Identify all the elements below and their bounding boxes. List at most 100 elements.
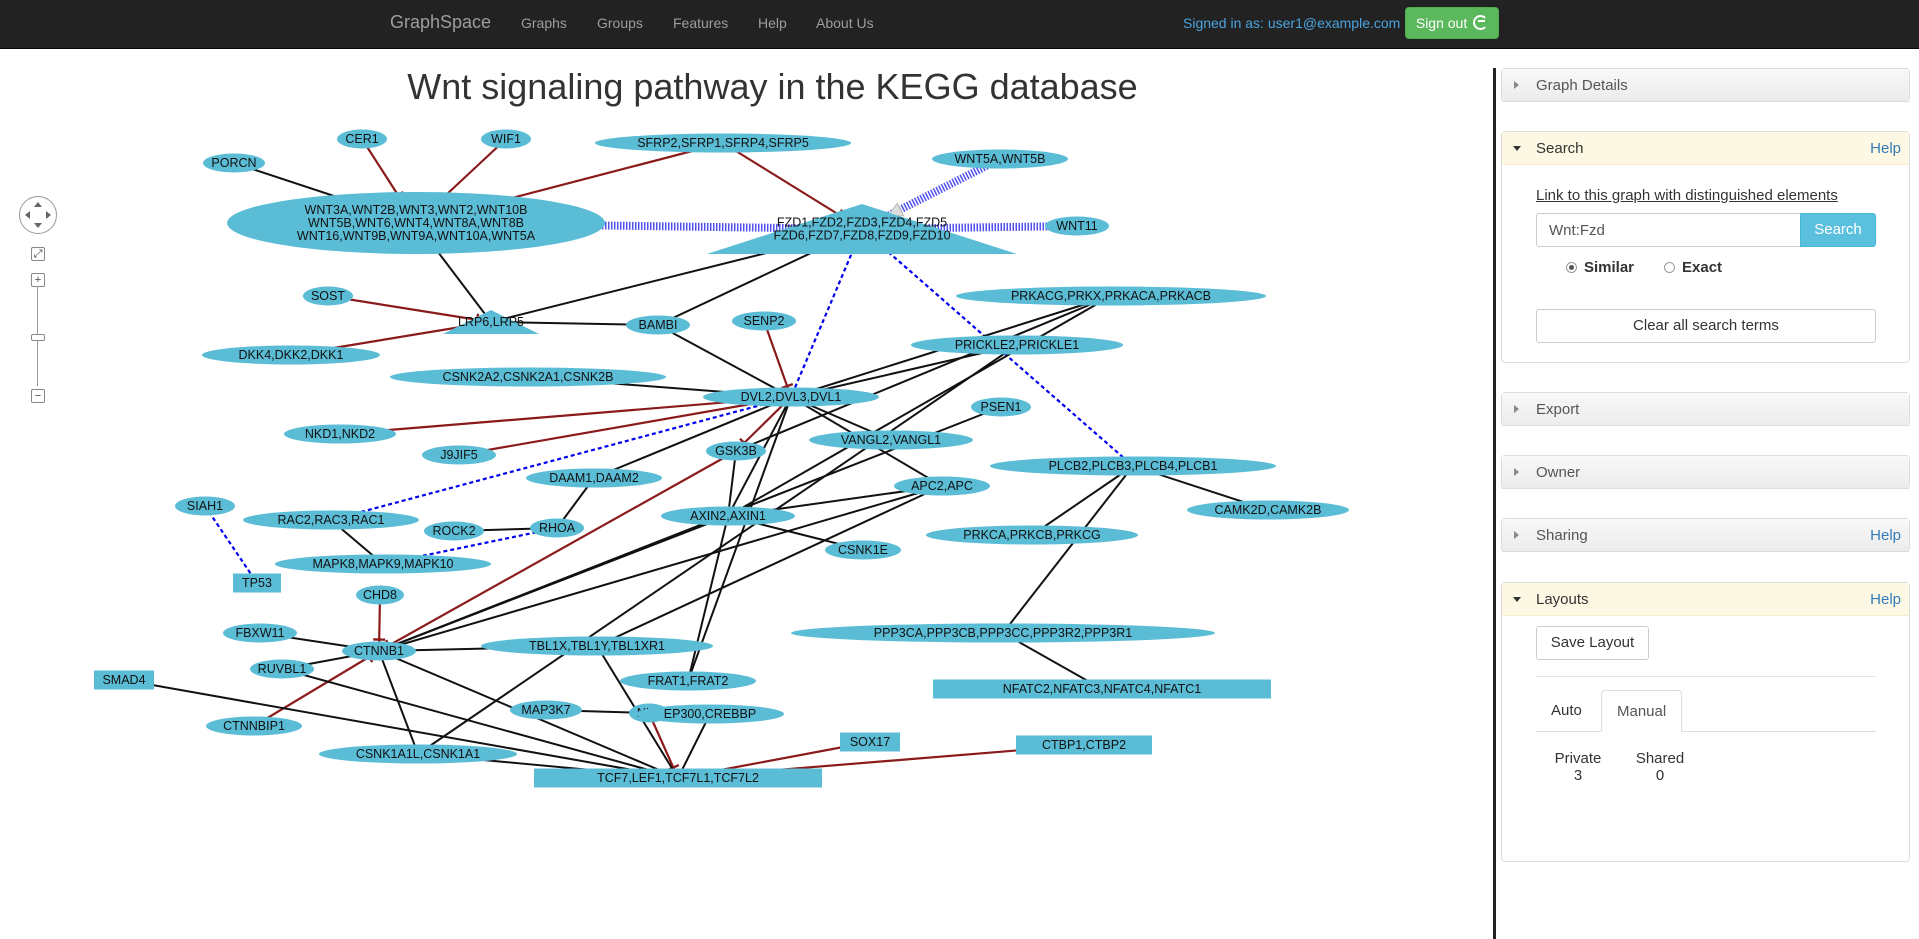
pan-up-icon[interactable]	[34, 198, 42, 207]
graph-edge[interactable]	[735, 295, 1112, 452]
graph-node-sost[interactable]: SOST	[303, 286, 353, 306]
graph-edge[interactable]	[727, 295, 1112, 517]
graph-node-smad4[interactable]: SMAD4	[94, 670, 154, 690]
signed-in-user[interactable]: Signed in as: user1@example.com	[1183, 15, 1401, 31]
graph-node-psen1[interactable]: PSEN1	[971, 397, 1031, 417]
clear-search-button[interactable]: Clear all search terms	[1536, 309, 1876, 343]
graph-node-vangl[interactable]: VANGL2,VANGL1	[809, 430, 973, 450]
pan-left-icon[interactable]	[21, 211, 30, 219]
search-help-link[interactable]: Help	[1870, 140, 1901, 157]
graph-node-ruvbl1[interactable]: RUVBL1	[250, 659, 314, 679]
graph-node-wnt11[interactable]: WNT11	[1045, 216, 1109, 236]
graph-edge[interactable]	[378, 485, 943, 652]
graph-node-lrp[interactable]: LRP6,LRP5	[443, 310, 539, 334]
layouts-header[interactable]: Layouts Help	[1502, 583, 1909, 616]
graph-edge[interactable]	[330, 395, 792, 522]
graph-node-rock2[interactable]: ROCK2	[424, 521, 484, 541]
graph-edge[interactable]	[458, 395, 792, 457]
graph-edge[interactable]	[378, 450, 737, 652]
graph-node-wif1[interactable]: WIF1	[481, 129, 531, 149]
graph-node-rhoa[interactable]: RHOA	[530, 518, 584, 538]
nav-help[interactable]: Help	[758, 15, 787, 31]
graph-details-header[interactable]: Graph Details	[1502, 69, 1909, 102]
private-layouts-stat[interactable]: Private 3	[1550, 750, 1606, 784]
graph-node-cer1[interactable]: CER1	[337, 129, 387, 149]
graph-node-bambi[interactable]: BAMBI	[626, 315, 690, 335]
graph-node-porcn[interactable]: PORCN	[203, 153, 265, 173]
nav-groups[interactable]: Groups	[597, 15, 643, 31]
graph-node-rac[interactable]: RAC2,RAC3,RAC1	[243, 510, 419, 530]
graph-edge[interactable]	[677, 713, 711, 779]
graph-node-frat[interactable]: FRAT1,FRAT2	[620, 671, 756, 691]
owner-header[interactable]: Owner	[1502, 456, 1909, 489]
graph-edge[interactable]	[253, 650, 380, 727]
graph-edge[interactable]	[417, 344, 1018, 755]
graph-node-prkc[interactable]: PRKCA,PRKCB,PRKCG	[926, 525, 1138, 545]
graph-node-nfatc[interactable]: NFATC2,NFATC3,NFATC4,NFATC1	[933, 679, 1271, 699]
graph-node-dvl[interactable]: DVL2,DVL3,DVL1	[703, 387, 879, 407]
graph-edge[interactable]	[596, 485, 943, 647]
fit-icon[interactable]: ⤢	[31, 247, 45, 261]
pan-right-icon[interactable]	[46, 211, 55, 219]
graph-edge[interactable]	[727, 450, 737, 517]
graph-node-tp53[interactable]: TP53	[233, 573, 281, 593]
similar-radio[interactable]: Similar	[1566, 259, 1634, 276]
graph-edge[interactable]	[339, 395, 792, 436]
graph-node-nkd[interactable]: NKD1,NKD2	[284, 424, 396, 444]
graph-node-sfrp[interactable]: SFRP2,SFRP1,SFRP4,SFRP5	[595, 133, 851, 153]
graph-node-mapk[interactable]: MAPK8,MAPK9,MAPK10	[275, 554, 491, 574]
zoom-out-icon[interactable]: −	[31, 389, 45, 403]
graph-node-fzd[interactable]: FZD1,FZD2,FZD3,FZD4,FZD5FZD6,FZD7,FZD8,F…	[707, 204, 1017, 254]
graph-node-ppp3[interactable]: PPP3CA,PPP3CB,PPP3CC,PPP3R2,PPP3R1	[791, 623, 1215, 643]
graph-node-csnk1a[interactable]: CSNK1A1L,CSNK1A1	[319, 744, 517, 764]
nav-about-us[interactable]: About Us	[816, 15, 874, 31]
nav-graphs[interactable]: Graphs	[521, 15, 567, 31]
search-header[interactable]: Search Help	[1502, 132, 1909, 165]
graph-node-prickle[interactable]: PRICKLE2,PRICKLE1	[911, 335, 1123, 355]
zoom-in-icon[interactable]: +	[31, 273, 45, 287]
graph-edge[interactable]	[378, 650, 419, 755]
layouts-help-link[interactable]: Help	[1870, 591, 1901, 608]
graph-edge[interactable]	[1002, 465, 1134, 634]
graph-edge[interactable]	[687, 515, 729, 682]
export-header[interactable]: Export	[1502, 393, 1909, 426]
search-input[interactable]	[1536, 213, 1801, 247]
graph-node-csnk2[interactable]: CSNK2A2,CSNK2A1,CSNK2B	[390, 367, 666, 387]
graph-edge[interactable]	[281, 668, 679, 779]
graph-node-ctbp[interactable]: CTBP1,CTBP2	[1016, 735, 1152, 755]
graph-edge[interactable]	[1031, 465, 1134, 536]
graph-node-plcb[interactable]: PLCB2,PLCB3,PLCB4,PLCB1	[990, 456, 1276, 476]
save-layout-button[interactable]: Save Layout	[1536, 626, 1649, 660]
graph-node-tcf[interactable]: TCF7,LEF1,TCF7L1,TCF7L2	[534, 768, 822, 788]
graph-canvas[interactable]: CER1 WIF1 SFRP2,SFRP1,SFRP4,SFRP5WNT5A,WNT…	[0, 48, 1490, 939]
shared-layouts-stat[interactable]: Shared 0	[1630, 750, 1690, 784]
graph-edge[interactable]	[687, 396, 792, 682]
graph-node-wnt5a[interactable]: WNT5A,WNT5B	[932, 149, 1068, 169]
graph-node-map3k7[interactable]: MAP3K7	[510, 700, 582, 720]
graph-edge[interactable]	[762, 320, 793, 398]
search-button[interactable]: Search	[1800, 213, 1876, 247]
graph-node-prka[interactable]: PRKACG,PRKX,PRKACA,PRKACB	[956, 286, 1266, 306]
sharing-header[interactable]: Sharing Help	[1502, 519, 1909, 552]
graph-edge[interactable]	[204, 505, 258, 584]
graph-node-senp2[interactable]: SENP2	[732, 311, 796, 331]
graph-node-dkk[interactable]: DKK4,DKK2,DKK1	[202, 345, 380, 365]
distinguished-link[interactable]: Link to this graph with distinguished el…	[1536, 187, 1838, 204]
graph-node-gsk3b[interactable]: GSK3B	[706, 441, 766, 461]
sign-out-button[interactable]: Sign out	[1405, 7, 1499, 39]
graph-node-ep300[interactable]: EP300,CREBBP	[636, 704, 784, 724]
graph-edge[interactable]	[657, 324, 792, 398]
graph-edge[interactable]	[415, 219, 863, 233]
graph-node-daam[interactable]: DAAM1,DAAM2	[526, 468, 662, 488]
tab-manual[interactable]: Manual	[1601, 690, 1683, 732]
graph-node-chd8[interactable]: CHD8	[356, 585, 404, 605]
brand-link[interactable]: GraphSpace	[390, 12, 492, 32]
graph-edge[interactable]	[789, 228, 864, 398]
graph-node-wnt[interactable]: WNT3A,WNT2B,WNT3,WNT2,WNT10BWNT5B,WNT6,W…	[227, 192, 605, 254]
graph-node-siah1[interactable]: SIAH1	[175, 496, 235, 516]
sharing-help-link[interactable]: Help	[1870, 527, 1901, 544]
exact-radio[interactable]: Exact	[1664, 259, 1722, 276]
graph-node-j9jif5[interactable]: J9JIF5	[422, 445, 496, 465]
graph-edge[interactable]	[593, 396, 792, 479]
graph-node-csnk1e[interactable]: CSNK1E	[825, 540, 901, 560]
